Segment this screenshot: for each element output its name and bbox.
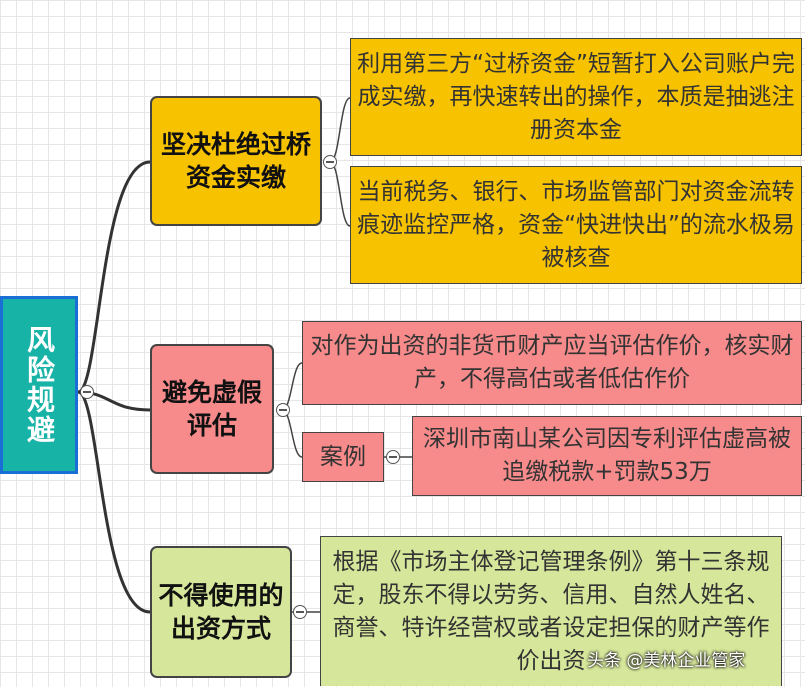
leaf-valuation-rule[interactable]: 对作为出资的非货币财产应当评估作价，核实财产，不得高估或者低估作价 (302, 321, 802, 405)
leaf-text: 利用第三方“过桥资金”短暂打入公司账户完成实缴，再快速转出的操作，本质是抽逃注册… (357, 50, 795, 143)
topic-false-valuation[interactable]: 避免虚假评估 (150, 344, 274, 474)
leaf-text: 当前税务、银行、市场监管部门对资金流转痕迹监控严格，资金“快进快出”的流水极易被… (357, 178, 795, 271)
collapse-case-toggle[interactable] (386, 450, 400, 464)
watermark: 头条 @美林企业管家 (587, 651, 746, 671)
leaf-text: 对作为出资的非货币财产应当评估作价，核实财产，不得高估或者低估作价 (310, 333, 794, 392)
leaf-text: 案例 (320, 443, 366, 470)
collapse-valuation-toggle[interactable] (276, 403, 290, 417)
topic-bridge-funds[interactable]: 坚决杜绝过桥资金实缴 (150, 96, 322, 226)
leaf-regulation-article[interactable]: 根据《市场主体登记管理条例》第十三条规定，股东不得以劳务、信用、自然人姓名、商誉… (320, 536, 782, 686)
collapse-root-toggle[interactable] (80, 385, 94, 399)
topic-prohibited-contributions[interactable]: 不得使用的出资方式 (150, 546, 292, 678)
topic-label: 不得使用的出资方式 (158, 581, 284, 643)
leaf-case-detail[interactable]: 深圳市南山某公司因专利评估虚高被追缴税款+罚款53万 (412, 416, 802, 496)
root-topic[interactable]: 风险规避 (0, 296, 78, 474)
root-label: 风险规避 (23, 325, 56, 445)
leaf-bridge-funds-monitoring[interactable]: 当前税务、银行、市场监管部门对资金流转痕迹监控严格，资金“快进快出”的流水极易被… (350, 166, 802, 284)
leaf-text: 深圳市南山某公司因专利评估虚高被追缴税款+罚款53万 (423, 426, 791, 485)
leaf-case-label[interactable]: 案例 (302, 432, 384, 482)
collapse-bridge-funds-toggle[interactable] (323, 155, 337, 169)
topic-label: 坚决杜绝过桥资金实缴 (160, 130, 311, 192)
collapse-prohibited-toggle[interactable] (293, 605, 307, 619)
leaf-text: 根据《市场主体登记管理条例》第十三条规定，股东不得以劳务、信用、自然人姓名、商誉… (332, 548, 770, 674)
leaf-bridge-funds-definition[interactable]: 利用第三方“过桥资金”短暂打入公司账户完成实缴，再快速转出的操作，本质是抽逃注册… (350, 38, 802, 156)
topic-label: 避免虚假评估 (161, 378, 262, 440)
